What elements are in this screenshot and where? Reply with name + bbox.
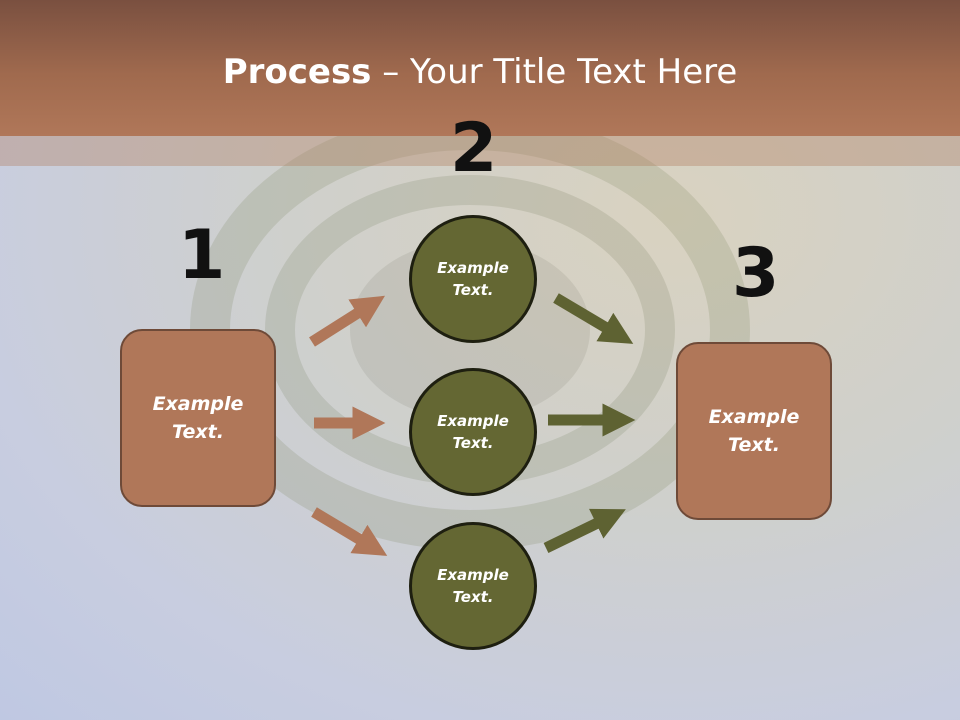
arrow-left-up <box>309 295 386 347</box>
step-number-2: 2 <box>450 109 498 188</box>
title-rest: – Your Title Text Here <box>371 52 738 92</box>
step-2-circle-top: Example Text. <box>409 215 537 343</box>
title-bold: Process <box>222 52 372 92</box>
circle-middle-label: Example Text. <box>437 411 509 453</box>
step-1-box: Example Text. <box>120 329 276 507</box>
step-number-3: 3 <box>732 234 780 313</box>
slide-title: Process – Your Title Text Here <box>0 52 960 92</box>
step-number-1: 1 <box>178 216 226 295</box>
title-band <box>0 136 960 166</box>
step-2-circle-middle: Example Text. <box>409 368 537 496</box>
title-bar <box>0 0 960 136</box>
arrow-right-up <box>543 508 626 553</box>
step-1-box-label: Example Text. <box>152 392 244 444</box>
circle-top-label: Example Text. <box>437 258 509 300</box>
step-2-circle-bottom: Example Text. <box>409 522 537 650</box>
circle-bottom-label: Example Text. <box>437 565 509 607</box>
arrow-left-down <box>311 507 388 556</box>
step-3-box-label: Example Text. <box>708 405 800 457</box>
step-3-box: Example Text. <box>676 342 832 520</box>
arrow-right-down <box>553 293 634 344</box>
